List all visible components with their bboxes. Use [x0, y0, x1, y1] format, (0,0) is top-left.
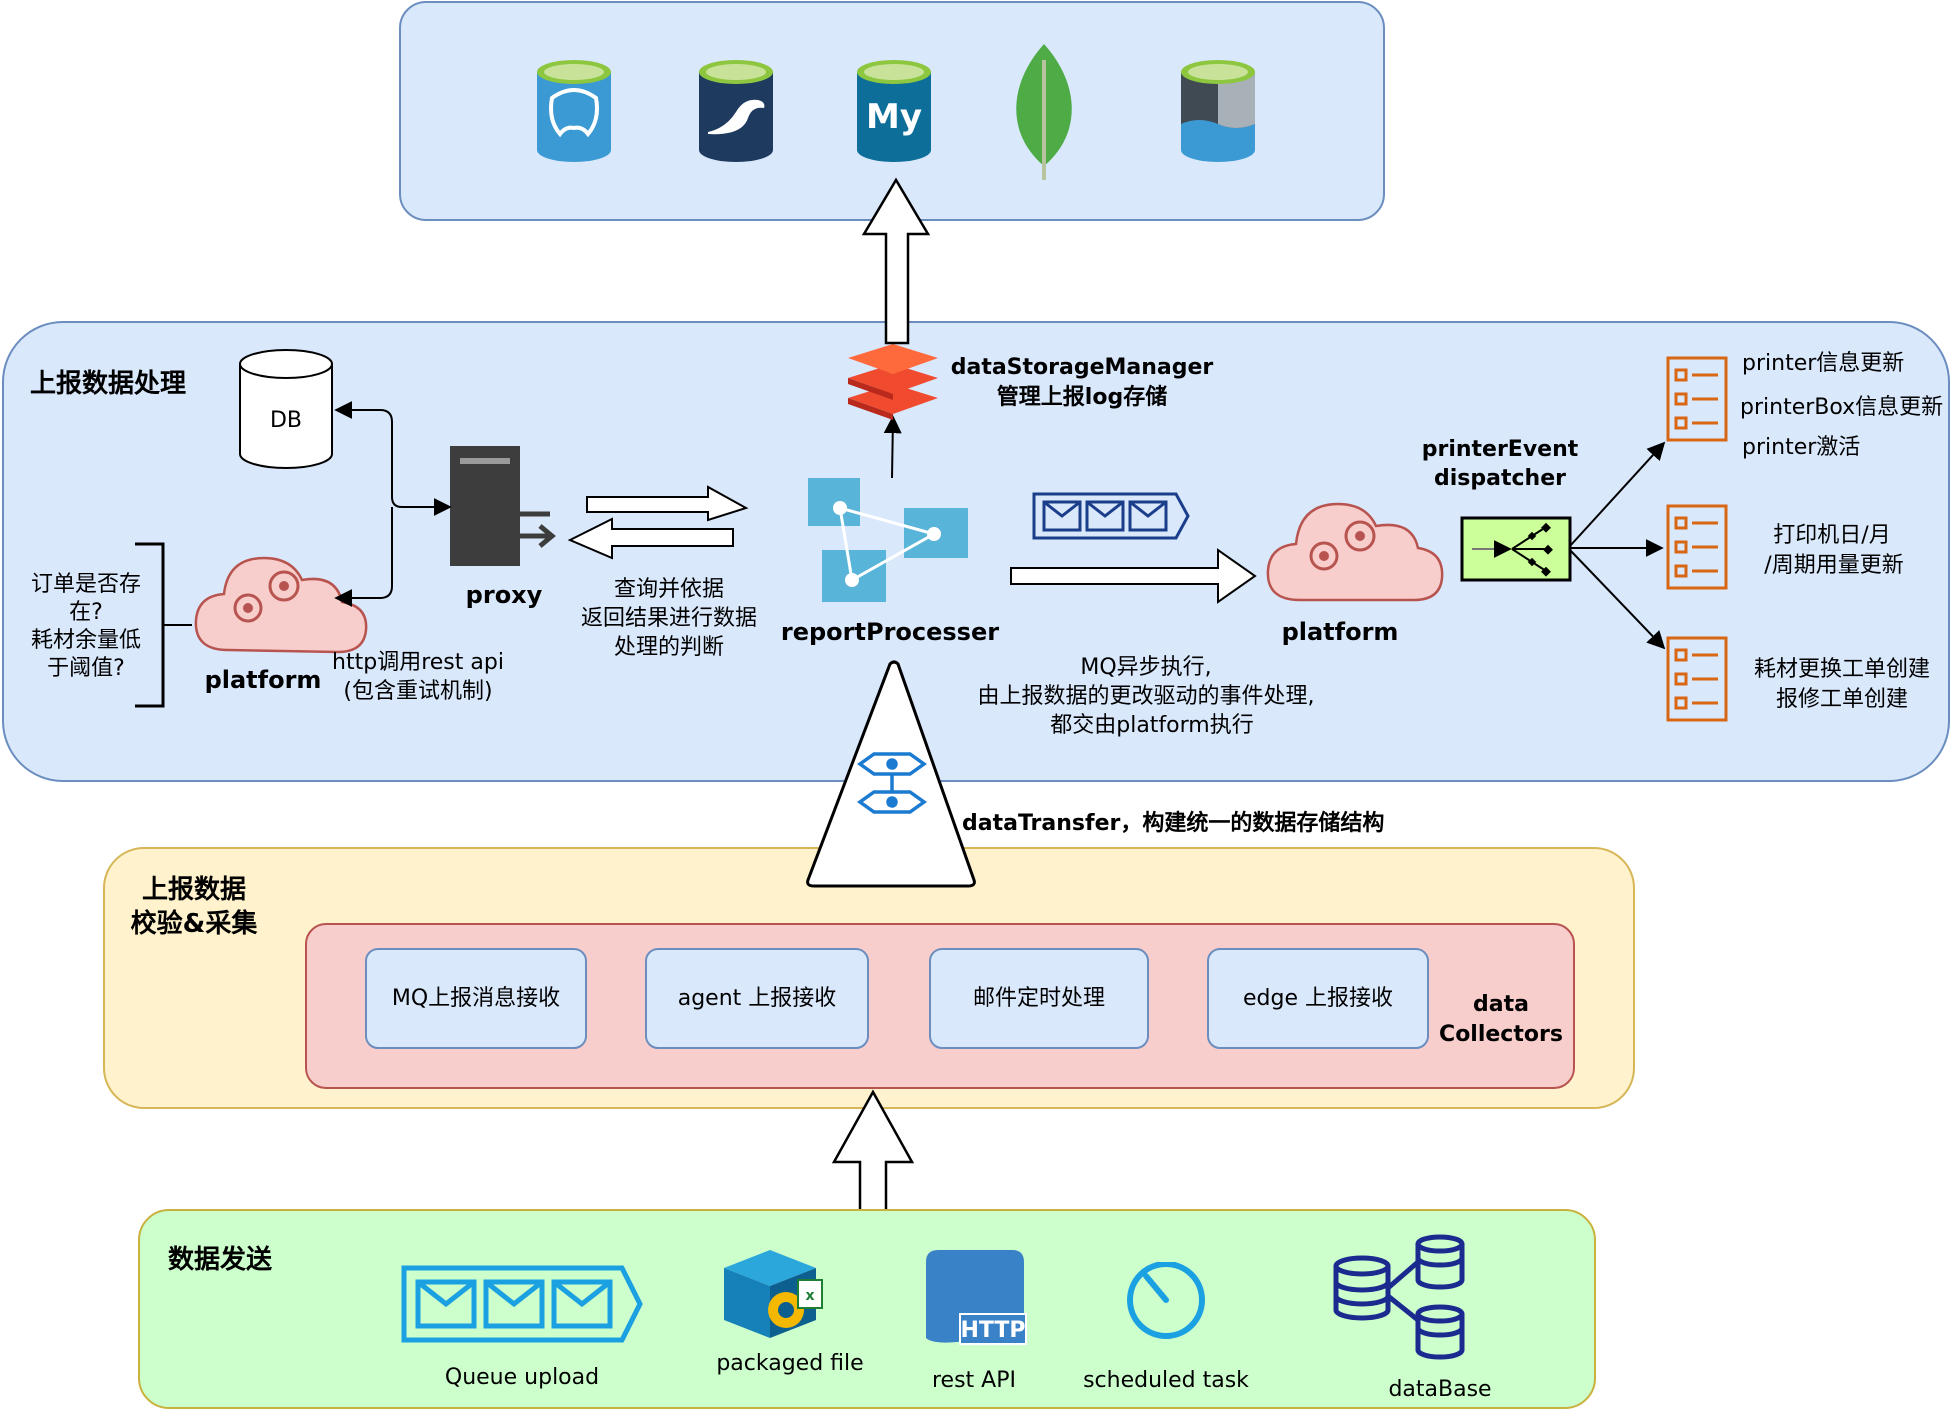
database-cluster-icon — [1333, 1234, 1465, 1360]
proxy-label: proxy — [466, 581, 543, 609]
dispatch-arrow-1 — [1569, 441, 1666, 547]
proxy-platform-connector — [334, 507, 393, 607]
source-label-database: dataBase — [1388, 1377, 1491, 1402]
storage-manager-line-2: 管理上报log存储 — [997, 384, 1167, 410]
proxy-server-icon — [450, 446, 556, 566]
data-storage-manager-icon — [848, 344, 938, 420]
http-badge-text: HTTP — [960, 1318, 1025, 1343]
question-line-1: 订单是否存 — [31, 572, 141, 597]
query-note-line-1: 查询并依据 — [614, 577, 724, 602]
output-3-line-2: 报修工单创建 — [1776, 687, 1908, 712]
svg-text:x: x — [805, 1288, 814, 1304]
checklist-icon-1 — [1666, 356, 1728, 442]
storage-manager-line-1: dataStorageManager — [951, 355, 1214, 380]
query-note-line-3: 处理的判断 — [614, 635, 724, 660]
processing-panel — [2, 321, 1950, 782]
source-label-queue: Queue upload — [445, 1365, 599, 1390]
source-label-packaged: packaged file — [716, 1351, 863, 1376]
mq-note-line-2: 由上报数据的更改驱动的事件处理, — [978, 684, 1315, 709]
output-2-line-1: 打印机日/月 — [1773, 523, 1890, 548]
dispatch-arrow-3 — [1569, 549, 1666, 650]
question-line-3: 耗材余量低 — [31, 628, 141, 653]
db-cylinder: DB — [239, 349, 333, 469]
output-1-line-1: printer信息更新 — [1742, 351, 1904, 376]
processer-to-platform-arrow — [1010, 548, 1257, 604]
collector-label-mq: MQ上报消息接收 — [392, 986, 560, 1011]
output-2-line-2: /周期用量更新 — [1764, 553, 1903, 578]
storage-upload-arrow — [861, 177, 931, 345]
http-note-line-1: http调用rest api — [332, 650, 504, 675]
collector-box-agent — [645, 948, 869, 1049]
collector-box-mq — [365, 948, 587, 1049]
source-label-rest: rest API — [932, 1368, 1016, 1393]
data-collectors-label-line-2: Collectors — [1439, 1022, 1563, 1047]
output-3-line-1: 耗材更换工单创建 — [1754, 657, 1930, 682]
cloud-database-icon — [1181, 60, 1255, 162]
question-line-2: 在? — [69, 600, 103, 625]
data-transfer-icon — [856, 752, 928, 814]
mongodb-icon — [1016, 44, 1072, 180]
collector-label-mail: 邮件定时处理 — [973, 986, 1105, 1011]
mq-note-line-3: 都交由platform执行 — [1050, 713, 1253, 738]
collector-label-agent: agent 上报接收 — [678, 986, 837, 1011]
platform-left-label: platform — [205, 666, 322, 694]
output-1-line-3: printer激活 — [1742, 435, 1860, 460]
scheduled-task-icon — [1127, 1256, 1205, 1339]
proxy-to-processer-arrow — [586, 485, 749, 522]
collector-box-edge — [1207, 948, 1429, 1049]
data-collectors-label-line-1: data — [1473, 992, 1529, 1017]
mq-note-line-1: MQ异步执行, — [1080, 655, 1211, 680]
report-processer-label: reportProcesser — [781, 618, 999, 646]
checklist-icon-3 — [1666, 636, 1728, 722]
postgresql-icon — [537, 60, 611, 162]
mariadb-icon — [699, 60, 773, 162]
collect-title-line-1: 上报数据 — [142, 874, 246, 905]
platform-right-label: platform — [1282, 618, 1399, 646]
question-line-4: 于阈值? — [47, 656, 125, 681]
source-label-scheduled: scheduled task — [1083, 1368, 1249, 1393]
report-processer-icon — [808, 478, 968, 602]
send-panel — [138, 1209, 1596, 1409]
packaged-file-icon: x — [724, 1250, 823, 1338]
db-label: DB — [270, 408, 302, 433]
send-panel-title: 数据发送 — [168, 1244, 272, 1275]
collector-label-edge: edge 上报接收 — [1243, 986, 1393, 1011]
platform-cloud-icon — [194, 556, 368, 654]
collector-box-mail — [929, 948, 1149, 1049]
svg-text:My: My — [866, 97, 922, 137]
collect-title-line-2: 校验&采集 — [131, 908, 259, 939]
checklist-icon-2 — [1666, 504, 1728, 590]
db-proxy-connector — [334, 401, 452, 516]
processer-to-storage-arrow — [883, 415, 902, 479]
data-transfer-label: dataTransfer，构建统一的数据存储结构 — [962, 810, 1384, 836]
http-note-line-2: (包含重试机制) — [343, 679, 492, 704]
processer-to-proxy-arrow — [567, 517, 734, 560]
dispatcher-line-1: printerEvent — [1422, 437, 1579, 462]
queue-upload-icon — [401, 1265, 643, 1343]
output-1-line-2: printerBox信息更新 — [1740, 395, 1943, 420]
processing-panel-title: 上报数据处理 — [30, 368, 186, 399]
mysql-icon: My — [857, 60, 931, 162]
mq-queue-icon — [1032, 492, 1190, 540]
event-dispatcher-icon — [1460, 516, 1572, 582]
platform-right-cloud-icon — [1266, 502, 1444, 602]
rest-api-icon — [926, 1250, 1027, 1345]
query-note-line-2: 返回结果进行数据 — [581, 606, 757, 631]
dispatcher-line-2: dispatcher — [1434, 466, 1566, 491]
